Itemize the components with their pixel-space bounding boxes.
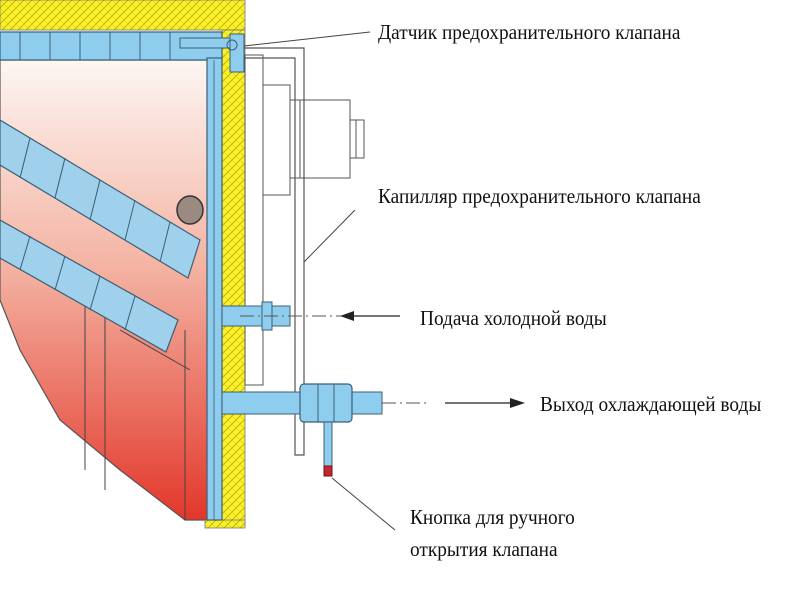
cooling-water-outlet-pipe	[221, 383, 383, 467]
sensor-label: Датчик предохранительного клапана	[378, 20, 681, 44]
cold-water-inlet-pipe	[221, 301, 291, 331]
cold-water-in-label: Подача холодной воды	[420, 306, 607, 330]
sight-hole	[176, 195, 204, 225]
cooling-water-out-label: Выход охлаждающей воды	[540, 392, 762, 416]
valve-sensor	[179, 33, 245, 73]
capillary-label: Капилляр предохранительного клапана	[378, 184, 701, 208]
cooling-water-arrow	[445, 398, 525, 408]
valve-body	[244, 54, 365, 386]
grate-tube-lower	[0, 219, 179, 353]
manual-button-label-line2: открытия клапана	[410, 537, 558, 561]
manual-open-button	[323, 465, 333, 477]
firebox-chamber-lines	[84, 300, 191, 520]
cold-water-arrow	[340, 311, 400, 321]
leader-lines	[243, 31, 396, 531]
vertical-water-wall	[206, 57, 223, 521]
manual-button-label-line1: Кнопка для ручного	[410, 505, 575, 529]
capillary-tube	[244, 47, 305, 456]
grate-tube-upper	[0, 119, 201, 279]
center-lines	[240, 315, 430, 404]
